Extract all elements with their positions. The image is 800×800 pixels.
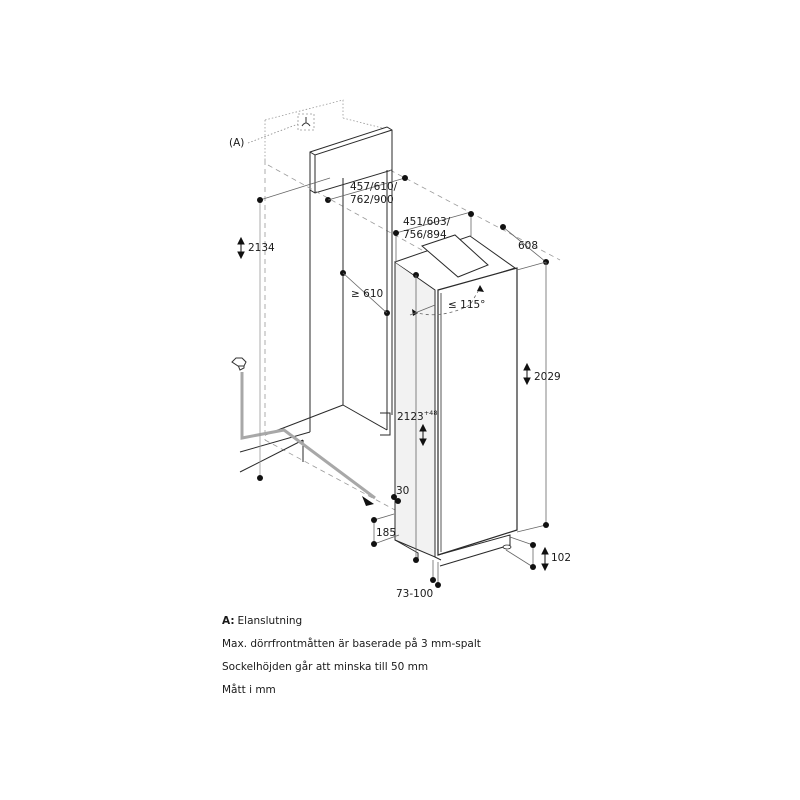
svg-text:756/894: 756/894 [403, 229, 447, 241]
note-electrical: A:Elanslutning [222, 615, 303, 627]
svg-text:2029: 2029 [534, 371, 561, 383]
svg-text:451/603/: 451/603/ [403, 216, 451, 228]
dim-side-offset: 30 [391, 485, 409, 504]
dim-appliance-widths: 451/603/ 756/894 [393, 211, 474, 262]
dim-appliance-height: 2029 [516, 261, 561, 533]
svg-text:2123+48: 2123+48 [397, 409, 437, 423]
appliance-door [437, 267, 518, 556]
svg-text:73-100: 73-100 [396, 588, 433, 600]
dim-niche-depth: ≥ 610 [340, 270, 390, 316]
svg-text:762/900: 762/900 [350, 194, 394, 206]
note-units: Mått i mm [222, 684, 276, 696]
water-tap-icon [231, 357, 247, 367]
svg-text:102: 102 [551, 552, 571, 564]
dim-plinth-height: 102 [505, 536, 571, 572]
svg-text:608: 608 [518, 240, 538, 252]
dim-plinth-setback: 73-100 [396, 557, 441, 600]
note-plinth: Sockelhöjden går att minska till 50 mm [222, 661, 429, 673]
svg-text:≤ 115°: ≤ 115° [448, 299, 485, 311]
water-direction-arrow-icon [362, 496, 374, 506]
dim-niche-height-tolerance: 2123+48 [397, 275, 437, 560]
niche-walls [239, 170, 393, 473]
dim-panel-widths: 457/610/ 762/900 [327, 175, 408, 206]
notes-list: A:Elanslutning Max. dörrfrontmåtten är b… [222, 612, 481, 704]
svg-text:457/610/: 457/610/ [350, 181, 398, 193]
electrical-connection-zone: (A) [229, 99, 391, 160]
dim-niche-height: 2134 [237, 177, 331, 481]
dim-depth: 608 [500, 224, 549, 265]
dim-door-angle: ≤ 115° [409, 272, 485, 316]
callout-a-label: (A) [229, 137, 244, 149]
water-connection [231, 357, 376, 506]
svg-text:30: 30 [396, 485, 409, 497]
svg-text:≥ 610: ≥ 610 [351, 288, 383, 300]
niche-hidden-lines [264, 160, 561, 511]
dim-plinth-depth: 185 [371, 513, 400, 547]
appliance-body [394, 234, 518, 567]
svg-text:2134: 2134 [248, 242, 275, 254]
svg-text:185: 185 [376, 527, 396, 539]
note-door-gap: Max. dörrfrontmåtten är baserade på 3 mm… [222, 638, 481, 650]
